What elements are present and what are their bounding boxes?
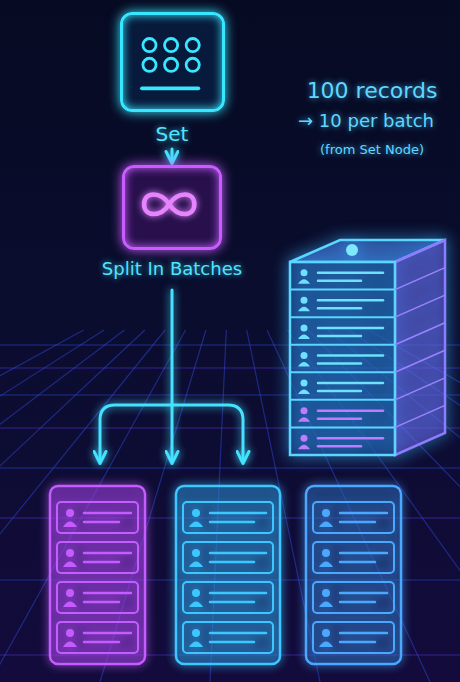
grid-line [0,427,460,428]
node-label: Split In Batches [102,258,242,279]
database-stack [290,240,445,455]
node-label: Set [156,122,189,146]
branch-arrow [100,405,172,462]
grid-line [0,344,460,345]
note-text: (from Set Node) [320,142,424,157]
branch-arrow [172,405,243,462]
set-icon [123,15,222,109]
flow-arrow [170,149,173,162]
process-node: Set [120,12,225,146]
note-text: → 10 per batch [298,110,434,131]
loop-icon [125,168,219,247]
branch-arrows [100,290,243,462]
icon-box [120,12,225,112]
grid-line [0,467,460,468]
branch-arrow [171,290,174,462]
process-node: Split In Batches [102,165,242,279]
icon-box [122,165,222,250]
batch-document [176,486,280,664]
grid-line [0,330,165,682]
note-text: 100 records [307,78,438,103]
batch-documents [50,486,401,664]
batch-document [306,486,401,664]
batch-document [50,486,145,664]
grid-line [0,330,186,682]
